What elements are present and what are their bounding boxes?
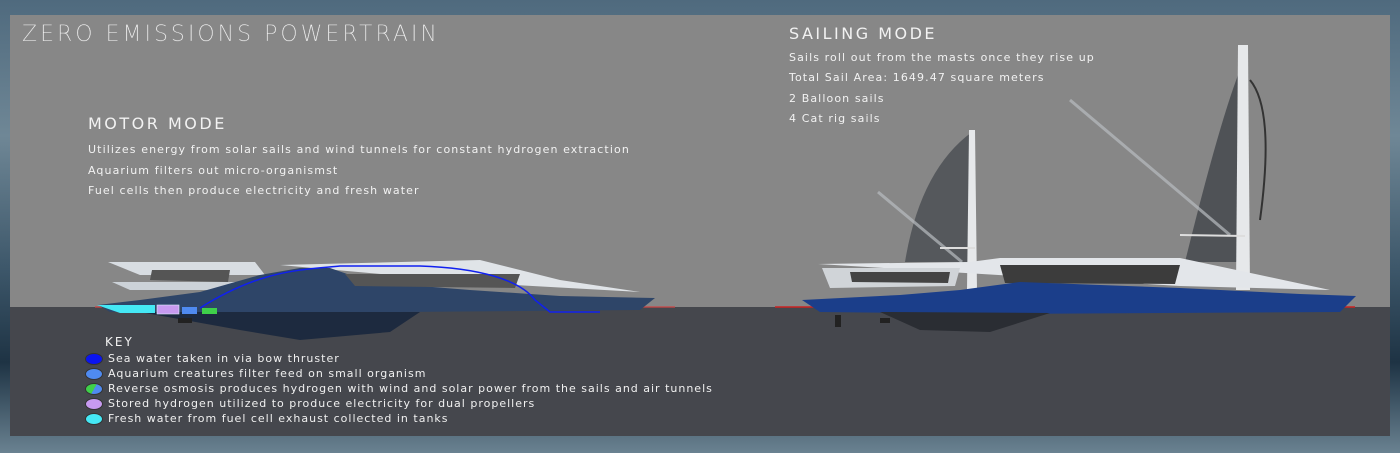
green-blue-swatch-icon xyxy=(85,382,103,395)
sailing-mode-line: 2 Balloon sails xyxy=(789,92,885,105)
sailing-yacht xyxy=(802,45,1356,332)
key-item: Aquarium creatures filter feed on small … xyxy=(85,367,426,380)
key-item: Fresh water from fuel cell exhaust colle… xyxy=(85,412,449,425)
key-heading: KEY xyxy=(105,335,134,349)
key-item: Sea water taken in via bow thruster xyxy=(85,352,340,365)
purple-swatch-icon xyxy=(85,397,103,410)
key-item: Reverse osmosis produces hydrogen with w… xyxy=(85,382,713,395)
key-item-label: Sea water taken in via bow thruster xyxy=(108,352,340,365)
sailing-mode-line: Sails roll out from the masts once they … xyxy=(789,51,1095,64)
key-item-label: Stored hydrogen utilized to produce elec… xyxy=(108,397,536,410)
motor-mode-heading: MOTOR MODE xyxy=(88,114,227,133)
motor-mode-line: Fuel cells then produce electricity and … xyxy=(88,184,420,197)
page-title: ZERO EMISSIONS POWERTRAIN xyxy=(22,22,440,47)
key-item-label: Fresh water from fuel cell exhaust colle… xyxy=(108,412,449,425)
light-blue-swatch-icon xyxy=(85,367,103,380)
sailing-mode-line: 4 Cat rig sails xyxy=(789,112,881,125)
sailing-mode-heading: SAILING MODE xyxy=(789,24,938,43)
key-item-label: Reverse osmosis produces hydrogen with w… xyxy=(108,382,713,395)
motor-mode-line: Utilizes energy from solar sails and win… xyxy=(88,143,630,156)
sailing-mode-line: Total Sail Area: 1649.47 square meters xyxy=(789,71,1045,84)
blue-swatch-icon xyxy=(85,352,103,365)
cyan-swatch-icon xyxy=(85,412,103,425)
motor-mode-line: Aquarium filters out micro-organismst xyxy=(88,164,339,177)
key-item-label: Aquarium creatures filter feed on small … xyxy=(108,367,427,380)
motor-yacht xyxy=(97,260,655,340)
key-item: Stored hydrogen utilized to produce elec… xyxy=(85,397,535,410)
